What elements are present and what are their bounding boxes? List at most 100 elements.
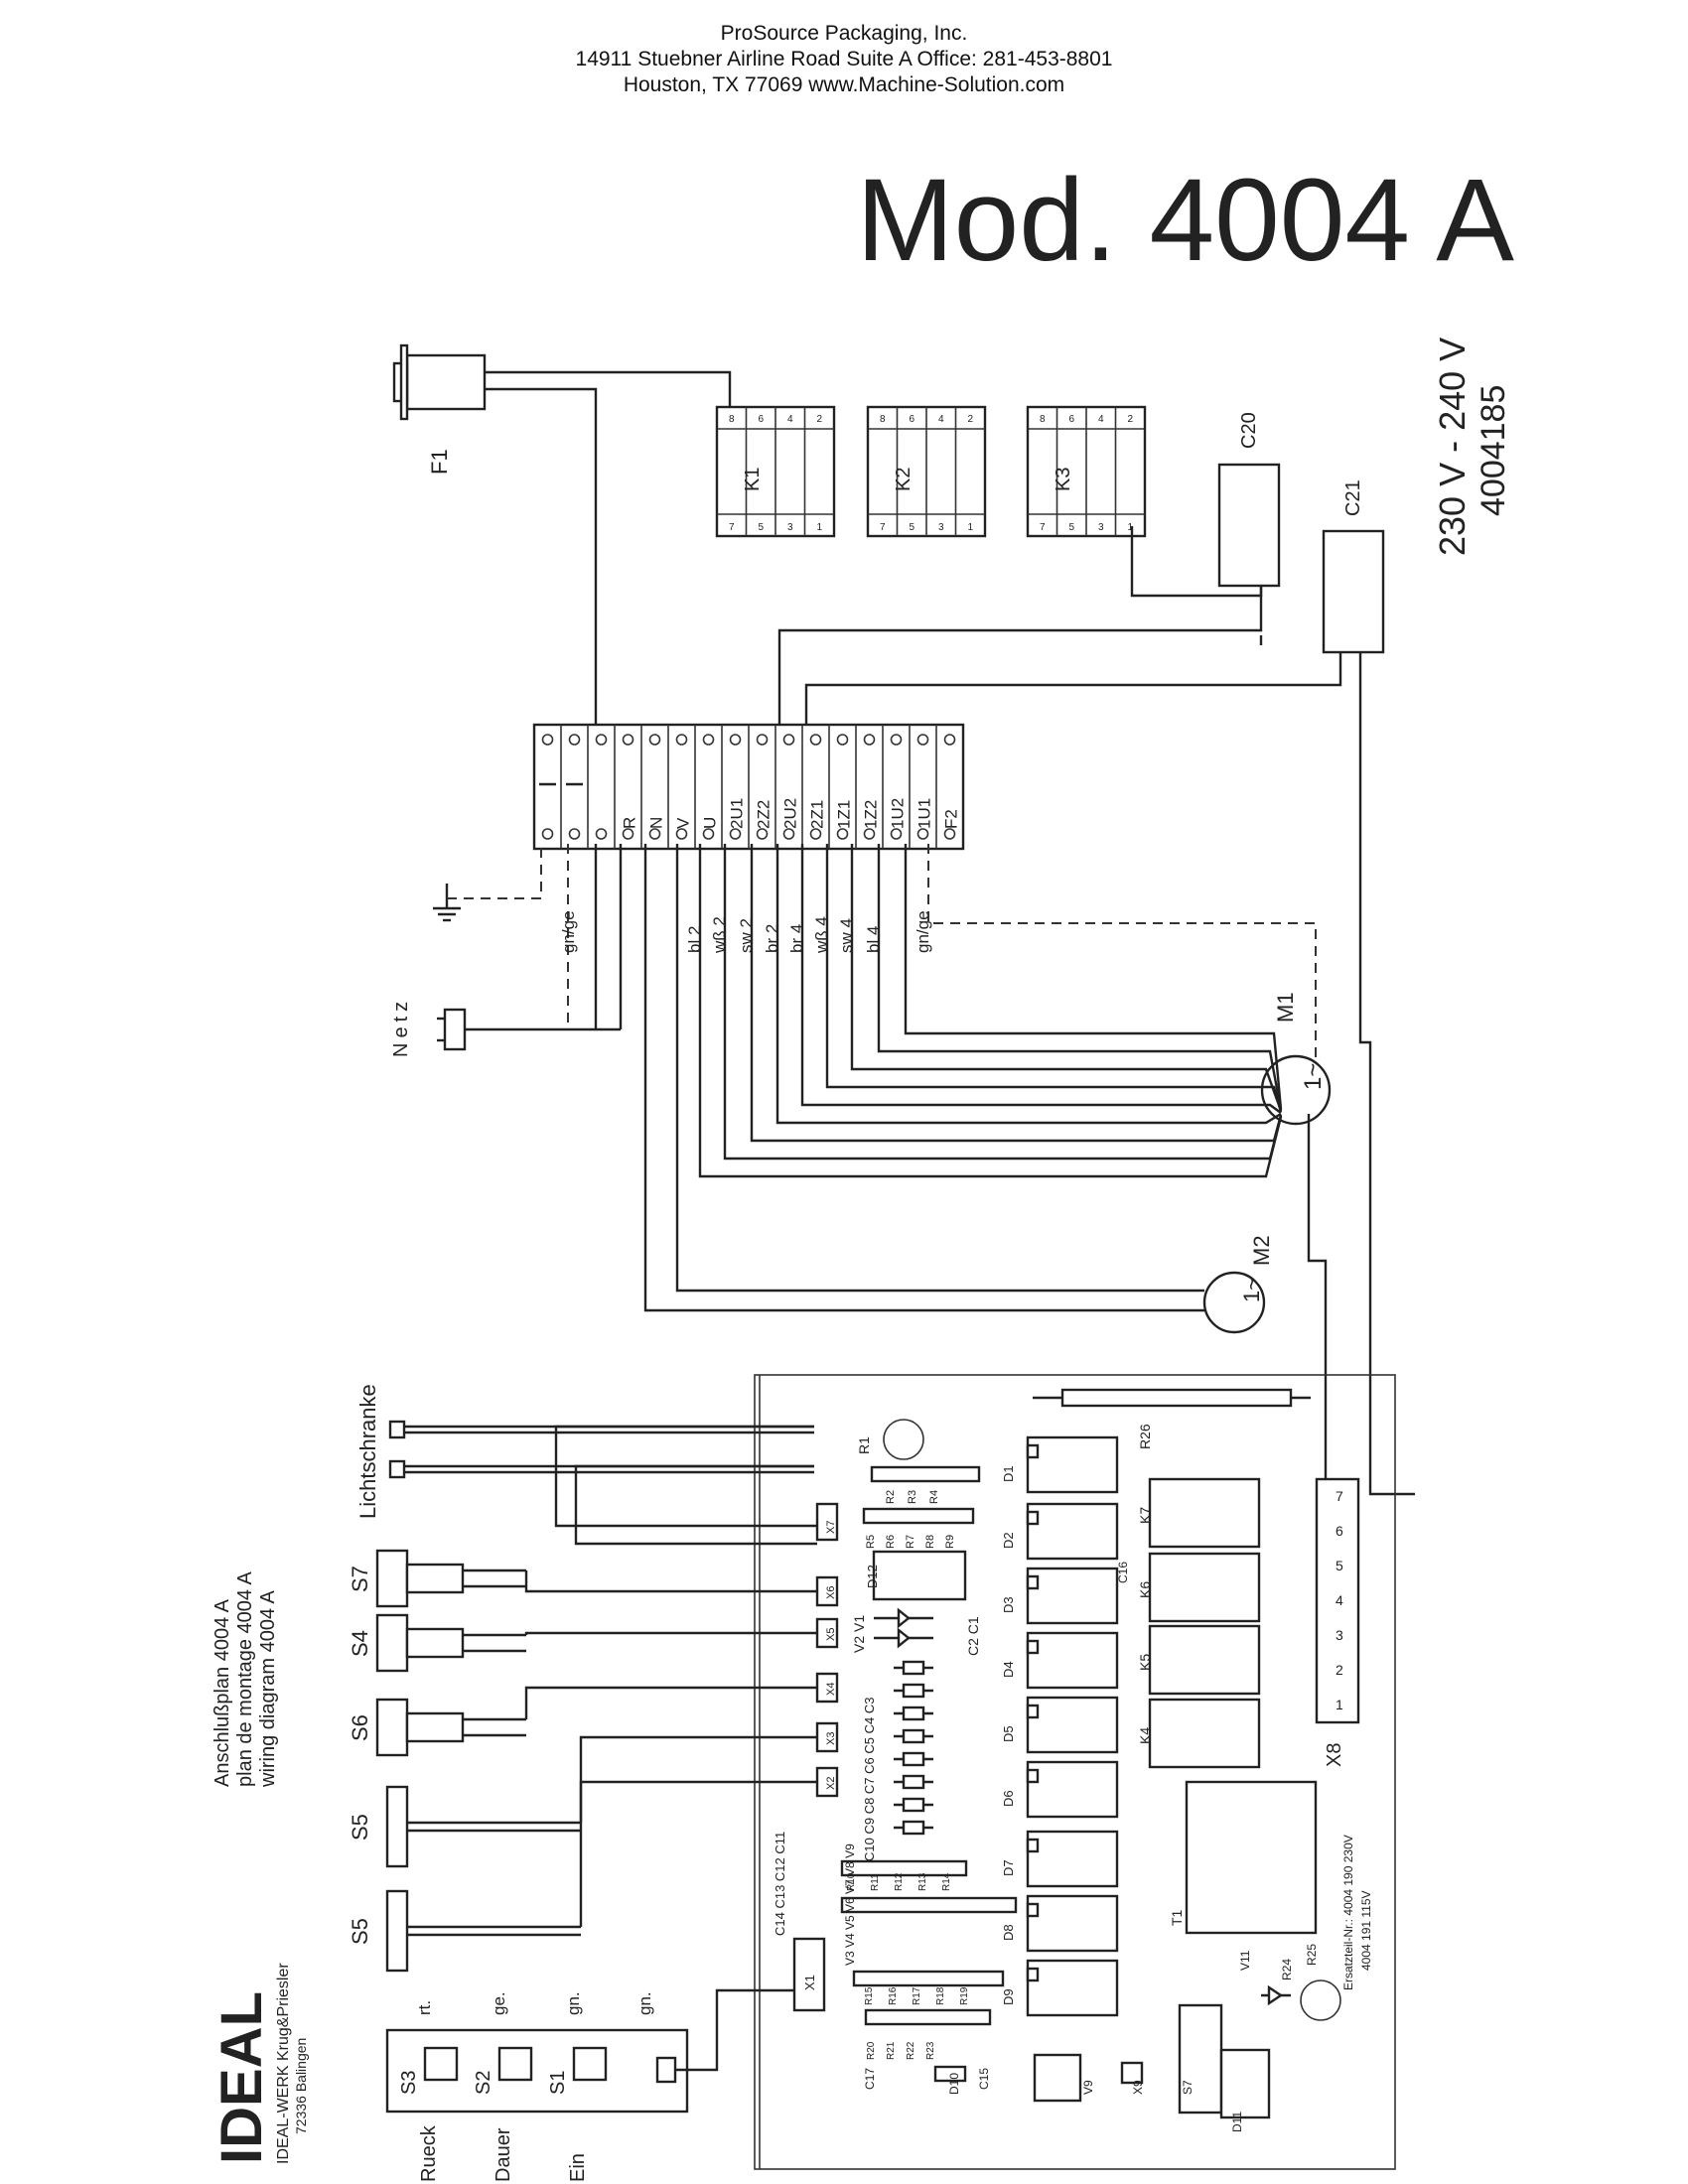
relay-pin: 2 <box>817 414 823 425</box>
svg-text:1~: 1~ <box>1300 1063 1327 1090</box>
relay-pin: 2 <box>968 414 974 425</box>
led-color-label: rt. <box>415 2000 434 2015</box>
capacitor-c2-c1: C2 C1 <box>965 1616 981 1656</box>
x8-pin: 3 <box>1336 1627 1343 1643</box>
capacitor-c17: C16 <box>1116 1562 1130 1583</box>
resistor-label: R2 <box>885 1490 897 1504</box>
connector-x1: X1 <box>802 1975 817 1990</box>
led-color-label: gn. <box>635 1991 654 2015</box>
resistor-label: R23 <box>925 2041 936 2060</box>
resistor-label: R12 <box>894 1872 905 1891</box>
relay-pin: 8 <box>729 414 735 425</box>
relay-label: K2 <box>893 468 914 491</box>
relay-pin: 1 <box>968 522 974 533</box>
relay-pin: 5 <box>1069 522 1075 533</box>
switch-label: S7 <box>348 1566 372 1592</box>
relay-pin: 7 <box>1040 522 1046 533</box>
resistor-label: R20 <box>866 2041 877 2060</box>
terminal-label: 2Z1 <box>808 800 827 829</box>
relay-label: K7 <box>1137 1507 1153 1524</box>
button-action-label: Rueck <box>418 2124 440 2182</box>
relay-pin: 6 <box>910 414 915 425</box>
resistor-r24: R24 <box>1280 1959 1294 1980</box>
capacitor-c20: C20 <box>1217 412 1281 588</box>
capacitor-c21: C21 <box>1322 479 1385 654</box>
svg-text:C21: C21 <box>1342 479 1364 516</box>
diode-label: D7 <box>1001 1859 1016 1876</box>
company-name: ProSource Packaging, Inc. <box>720 22 968 45</box>
terminal-label: 2Z2 <box>755 800 774 829</box>
diode-label: D9 <box>1001 1988 1016 2005</box>
relay-pin: 4 <box>1098 414 1104 425</box>
resistor-label: R4 <box>928 1490 940 1504</box>
button-action-label: Dauer <box>492 2127 514 2182</box>
switch-s5: S5 X2 <box>348 1766 839 1973</box>
relay-pin: 1 <box>1128 522 1134 533</box>
maker-city: 72336 Balingen <box>293 2038 309 2134</box>
switch-s7-pcb: S7 <box>1181 2080 1195 2095</box>
resistor-label: R9 <box>944 1535 956 1549</box>
relay-pin: 5 <box>759 522 765 533</box>
light-barrier-sensor <box>388 1420 814 1439</box>
mains-label: Netz <box>390 997 412 1057</box>
led-color-label: ge. <box>490 1991 508 2015</box>
button-id-label: S2 <box>473 2071 494 2095</box>
relay-pin: 3 <box>938 522 944 533</box>
motor-m1-wire-bundle <box>698 844 1283 1178</box>
relay-label: K4 <box>1137 1727 1153 1744</box>
x8-pin: 5 <box>1336 1558 1343 1573</box>
relay-pin: 4 <box>787 414 793 425</box>
wire-color-label: gn/ge <box>559 910 578 953</box>
resistor-label: R16 <box>888 1986 899 2005</box>
terminal-label: 1Z2 <box>862 800 881 829</box>
diode-d10: D10 <box>947 2073 961 2095</box>
button-action-label: Ein <box>567 2153 589 2182</box>
plan-label-en: wiring diagram 4004 A <box>257 1589 279 1788</box>
mains-plug: Netz <box>390 997 467 1057</box>
x8-pin: 4 <box>1336 1592 1343 1608</box>
relay-label: K3 <box>1053 468 1074 491</box>
capacitor-c15: C15 <box>977 2068 991 2090</box>
relay-pin: 6 <box>1069 414 1075 425</box>
connector-x8: X8 <box>1324 1743 1345 1767</box>
resistor-r25: R25 <box>1305 1944 1319 1966</box>
connector-x9: X9 <box>1131 2080 1145 2095</box>
switch-label: S5 <box>348 1814 372 1841</box>
relay-pin: 6 <box>759 414 765 425</box>
relay-pin: 8 <box>1040 414 1046 425</box>
resistor-label: R13 <box>917 1872 928 1891</box>
capacitor-c16: C17 <box>863 2068 877 2090</box>
resistor-label: R15 <box>864 1986 875 2005</box>
spare-part-note: 4004 191 115V <box>1359 1890 1373 1971</box>
terminal-label: 1U1 <box>915 798 934 829</box>
capacitor-row: C10 C9 C8 C7 C6 C5 C4 C3 <box>862 1698 877 1861</box>
control-pcb <box>754 1374 1396 2170</box>
panel-button-s2[interactable]: S2 ge. Dauer <box>473 1991 533 2182</box>
diode-d12: D12 <box>865 1565 880 1588</box>
resistor-label: R19 <box>959 1986 970 2005</box>
plan-label-fr: plan de montage 4004 A <box>234 1570 256 1787</box>
svg-text:M2: M2 <box>1249 1235 1274 1266</box>
svg-text:M1: M1 <box>1273 992 1298 1023</box>
relay-pin: 8 <box>880 414 886 425</box>
resistor-label: R6 <box>885 1535 897 1549</box>
x8-pin: 1 <box>1336 1697 1343 1712</box>
x8-pin: 7 <box>1336 1488 1343 1504</box>
v-row-label: V3 V4 V5 V6 V7 V8 V9 <box>843 1843 857 1966</box>
fuse-label: F1 <box>427 449 452 475</box>
connector-label: X2 <box>825 1777 837 1790</box>
resistor-label: R17 <box>912 1986 922 2005</box>
relay-pin: 3 <box>787 522 793 533</box>
